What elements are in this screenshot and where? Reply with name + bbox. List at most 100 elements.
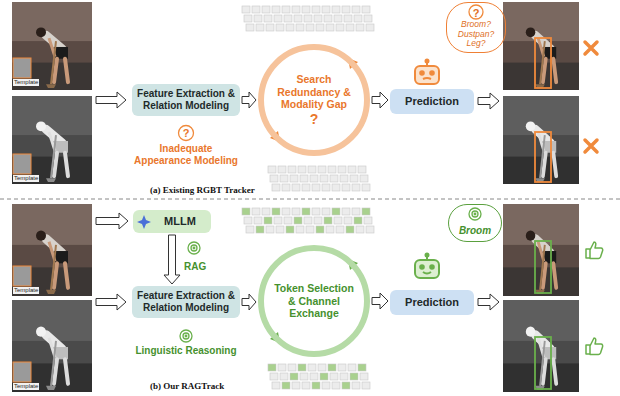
target-icons xyxy=(469,208,481,220)
token xyxy=(294,15,302,22)
problem-note: Inadequate Appearance Modeling xyxy=(132,143,240,167)
token xyxy=(242,208,250,215)
token xyxy=(312,184,320,191)
flow-arrows xyxy=(96,92,499,310)
output-images xyxy=(503,204,579,296)
token xyxy=(264,15,272,22)
token xyxy=(332,208,340,215)
token xyxy=(366,226,374,233)
process-box: Feature Extraction & Relation Modeling xyxy=(132,286,240,318)
output-images xyxy=(503,96,579,184)
token xyxy=(344,217,352,224)
token xyxy=(302,382,310,389)
input-images xyxy=(12,2,92,90)
question-mark: ? xyxy=(179,126,193,140)
token xyxy=(348,166,356,173)
cycle-circle: Search Redundancy & Modality Gap? xyxy=(258,44,370,156)
token xyxy=(262,6,270,13)
token-strips xyxy=(242,6,374,389)
token xyxy=(296,24,304,31)
token xyxy=(300,175,308,182)
token xyxy=(354,15,362,22)
token xyxy=(350,373,358,380)
token xyxy=(302,208,310,215)
cycle-heads xyxy=(270,131,280,142)
cycle-heads xyxy=(348,259,358,270)
node-text: ? xyxy=(274,111,354,127)
token xyxy=(244,217,252,224)
token xyxy=(284,15,292,22)
cycle-heads xyxy=(270,332,280,343)
token xyxy=(344,15,352,22)
token xyxy=(276,226,284,233)
token xyxy=(286,226,294,233)
flow-arrows xyxy=(96,213,128,229)
output-images xyxy=(503,2,579,392)
token xyxy=(308,166,316,173)
token xyxy=(298,364,306,371)
token xyxy=(336,226,344,233)
node-text: ? xyxy=(450,6,502,20)
process-box: Prediction xyxy=(390,89,474,114)
process-box: Prediction xyxy=(390,290,474,315)
token xyxy=(288,364,296,371)
token xyxy=(356,24,364,31)
token xyxy=(262,208,270,215)
template-label: Template xyxy=(13,175,39,182)
token xyxy=(316,226,324,233)
token xyxy=(322,382,330,389)
token xyxy=(332,382,340,389)
node-text: Prediction xyxy=(394,95,470,108)
token xyxy=(360,175,368,182)
question-rings xyxy=(179,126,194,141)
token xyxy=(322,208,330,215)
wrong-boxes xyxy=(535,132,551,182)
token xyxy=(252,6,260,13)
node-text: Token Selection & Channel Exchange xyxy=(274,282,354,320)
token xyxy=(306,24,314,31)
token xyxy=(332,184,340,191)
token xyxy=(366,24,374,31)
robot-icon xyxy=(426,254,429,257)
target-icons xyxy=(183,333,189,339)
token xyxy=(278,364,286,371)
token xyxy=(316,24,324,31)
token xyxy=(308,364,316,371)
token xyxy=(352,6,360,13)
token xyxy=(336,24,344,31)
right-boxes xyxy=(535,241,551,293)
token xyxy=(290,175,298,182)
target-icons xyxy=(188,242,200,254)
block-arrow xyxy=(372,293,388,309)
token xyxy=(320,175,328,182)
token xyxy=(342,208,350,215)
input-images xyxy=(12,96,92,184)
cross-marks xyxy=(585,42,597,152)
token xyxy=(270,373,278,380)
target-icons xyxy=(472,211,478,217)
token xyxy=(330,373,338,380)
token xyxy=(338,364,346,371)
wrong-boxes xyxy=(535,38,551,88)
token xyxy=(272,382,280,389)
token xyxy=(280,175,288,182)
cross-marks xyxy=(585,42,597,54)
token xyxy=(288,166,296,173)
target-icons xyxy=(180,330,192,342)
token xyxy=(342,184,350,191)
token xyxy=(362,382,370,389)
cycle-circle: Token Selection & Channel Exchange xyxy=(258,245,370,357)
robot-icon xyxy=(420,71,424,75)
template-patches xyxy=(13,362,31,382)
target-icons xyxy=(180,208,481,342)
token xyxy=(314,15,322,22)
token xyxy=(270,175,278,182)
node-text: Search Redundancy & Modality Gap xyxy=(274,73,354,111)
target-icons xyxy=(185,335,187,337)
token xyxy=(256,226,264,233)
token xyxy=(300,373,308,380)
token xyxy=(364,217,372,224)
token xyxy=(352,184,360,191)
robot-icon xyxy=(420,265,424,269)
